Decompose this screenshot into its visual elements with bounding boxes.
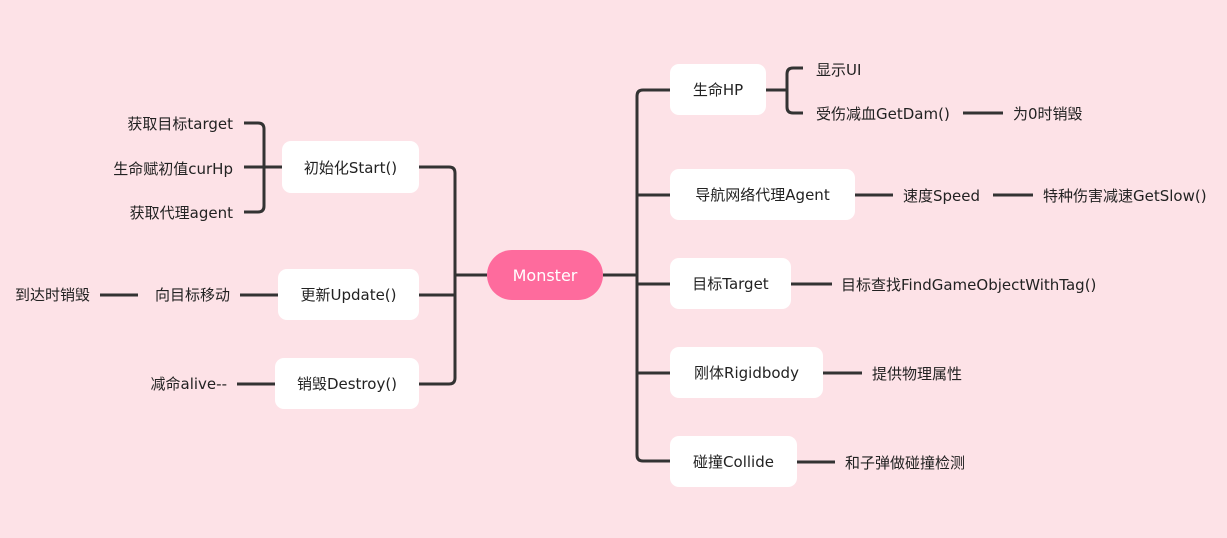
- node-destroy-at-zero[interactable]: 为0时销毁: [1013, 105, 1083, 123]
- node-destroy-on-arrival[interactable]: 到达时销毁: [14, 286, 90, 304]
- node-rigidbody[interactable]: 刚体Rigidbody: [670, 347, 823, 398]
- node-get-damage[interactable]: 受伤减血GetDam(): [816, 105, 950, 123]
- node-init-hp[interactable]: 生命赋初值curHp: [113, 160, 233, 178]
- node-speed[interactable]: 速度Speed: [903, 187, 981, 205]
- node-agent[interactable]: 导航网络代理Agent: [670, 169, 855, 220]
- node-collide[interactable]: 碰撞Collide: [670, 436, 797, 487]
- node-start[interactable]: 初始化Start(): [282, 141, 419, 193]
- node-get-slow[interactable]: 特种伤害减速GetSlow(): [1043, 187, 1207, 205]
- node-bullet-collision[interactable]: 和子弹做碰撞检测: [845, 454, 966, 472]
- node-alive-decrement[interactable]: 减命alive--: [150, 375, 227, 393]
- node-update[interactable]: 更新Update(): [278, 269, 419, 320]
- node-destroy[interactable]: 销毁Destroy(): [275, 358, 419, 409]
- node-find-target[interactable]: 目标查找FindGameObjectWithTag(): [841, 276, 1097, 294]
- node-move-to-target[interactable]: 向目标移动: [154, 286, 230, 304]
- root-node[interactable]: Monster: [487, 250, 603, 300]
- node-physics[interactable]: 提供物理属性: [872, 365, 963, 383]
- node-show-ui[interactable]: 显示UI: [816, 61, 862, 79]
- node-target[interactable]: 目标Target: [670, 258, 791, 309]
- node-get-agent[interactable]: 获取代理agent: [129, 204, 233, 222]
- node-get-target[interactable]: 获取目标target: [127, 115, 233, 133]
- node-hp[interactable]: 生命HP: [670, 64, 766, 115]
